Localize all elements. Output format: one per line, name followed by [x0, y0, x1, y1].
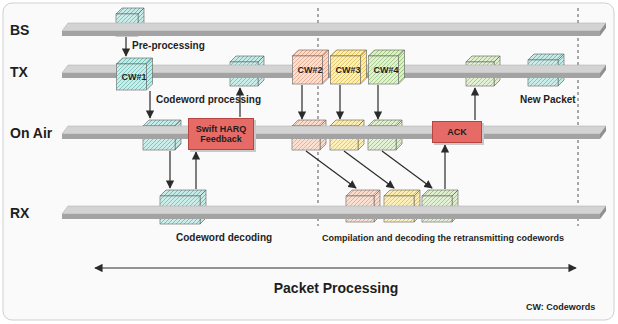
- flow-arrow: [195, 152, 196, 189]
- flow-arrow: [382, 151, 432, 188]
- codeword-cube: CW#3: [330, 56, 366, 84]
- codeword-label: CW#1: [118, 72, 149, 82]
- lane-band: RX: [4, 204, 606, 222]
- lane-bar-top: [62, 126, 606, 134]
- lane-label: RX: [4, 204, 29, 222]
- flow-arrow: [474, 88, 475, 120]
- codeword-cube: CW#2: [292, 56, 328, 84]
- flow-arrow: [125, 37, 126, 56]
- step-label: Codeword processing: [156, 94, 261, 106]
- codeword-cube: [117, 58, 153, 90]
- cube-top: [143, 120, 181, 126]
- flow-arrow: [344, 151, 394, 188]
- frame: [3, 3, 614, 320]
- lane-label: On Air: [4, 124, 52, 142]
- lane-bar: [4, 21, 606, 39]
- flow-arrow: [377, 85, 378, 119]
- lane-bar-side: [600, 23, 606, 36]
- flow-arrow: [306, 151, 356, 188]
- lane-band: On Air: [4, 124, 606, 142]
- lane-bar-side: [600, 206, 606, 219]
- cube-side: [147, 58, 153, 90]
- lane-bar-side: [600, 126, 606, 139]
- codeword-label: CW#2: [294, 65, 325, 75]
- phase-divider: [318, 8, 319, 226]
- cube-group: [116, 8, 564, 224]
- flow-arrow: [339, 85, 340, 119]
- flow-arrow: [149, 91, 150, 118]
- phase-divider: [578, 8, 579, 226]
- feedback-label: Swift HARQ Feedback: [189, 124, 253, 145]
- step-label: Codeword decoding: [176, 232, 272, 244]
- step-label: Pre-processing: [132, 40, 205, 52]
- flow-arrow: [169, 151, 170, 188]
- lane-bar: [4, 124, 606, 142]
- cube-side: [361, 50, 367, 84]
- abbreviation-note: CW: Codewords: [526, 302, 595, 313]
- feedback-box: Swift HARQ Feedback: [188, 118, 254, 150]
- lane-bar-side: [600, 65, 606, 78]
- codeword-label: CW#3: [332, 65, 363, 75]
- codeword-label: CW#4: [370, 65, 401, 75]
- codeword-cube: [293, 50, 329, 84]
- cube-side: [323, 50, 329, 84]
- lane-bar-top: [62, 23, 606, 31]
- span-label: Packet Processing: [274, 280, 399, 297]
- lane-band: BS: [4, 21, 606, 39]
- step-label: Compilation and decoding the retransmitt…: [322, 233, 564, 244]
- lane-bar-front: [62, 31, 600, 36]
- lane-bar-front: [62, 134, 600, 139]
- cube-top: [160, 190, 206, 196]
- flow-arrow: [444, 145, 445, 189]
- codeword-cube: CW#4: [368, 56, 404, 84]
- step-label: New Packet: [520, 94, 576, 106]
- codeword-cube: CW#1: [116, 64, 152, 90]
- lane-label: TX: [4, 63, 28, 81]
- codeword-cube: [331, 50, 367, 84]
- span-arrow: [95, 267, 576, 268]
- feedback-box: ACK: [432, 121, 482, 143]
- lane-label: BS: [4, 21, 29, 39]
- flow-arrow: [301, 85, 302, 119]
- lane-bar-top: [62, 206, 606, 214]
- lane-bar: [4, 204, 606, 222]
- feedback-label: ACK: [444, 127, 470, 137]
- codeword-cube: [369, 50, 405, 84]
- cube-side: [399, 50, 405, 84]
- lane-bar-front: [62, 214, 600, 219]
